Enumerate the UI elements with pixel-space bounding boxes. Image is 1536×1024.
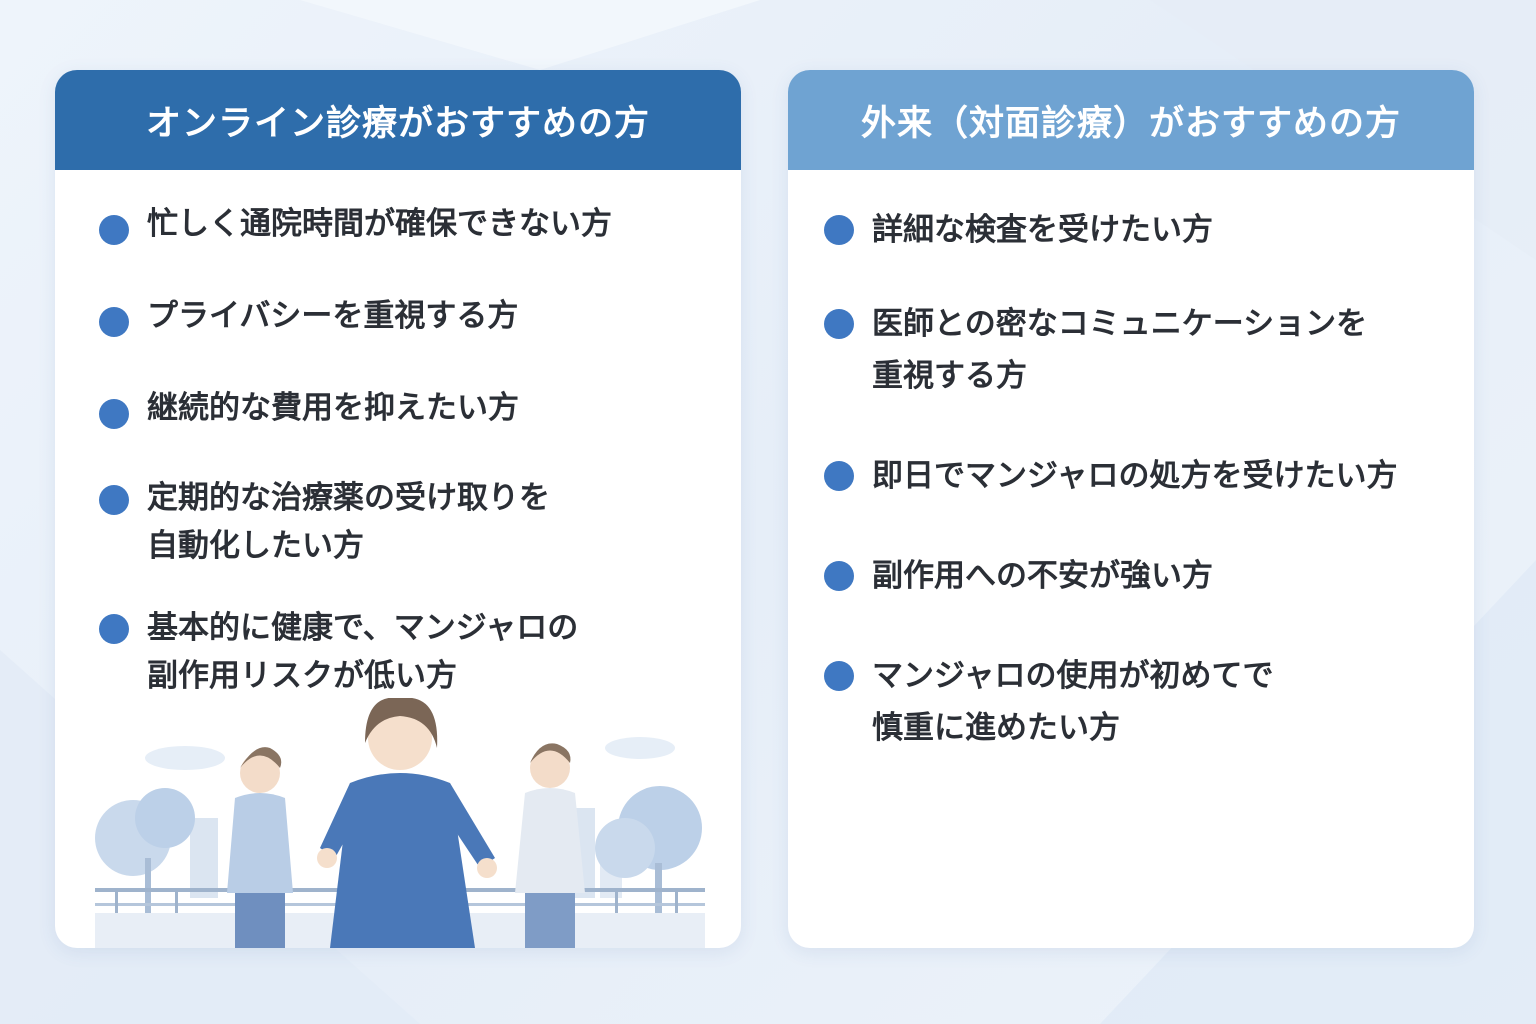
online-item-4-line2: 自動化したい方 (147, 528, 364, 564)
bullet-dot (824, 661, 854, 691)
bullet-dot (824, 309, 854, 339)
in-person-item-5-line2: 慎重に進めたい方 (872, 710, 1120, 746)
in-person-item-3-text: 即日でマンジャロの処方を受けたい方 (872, 458, 1398, 494)
in-person-item-2-line1: 医師との密なコミュニケーションを (872, 306, 1368, 342)
online-item-5-line2: 副作用リスクが低い方 (147, 658, 457, 694)
bullet-dot (99, 399, 129, 429)
in-person-card-title: 外来（対面診療）がおすすめの方 (860, 103, 1401, 144)
bullet-dot (99, 307, 129, 337)
online-item-1-text: 忙しく通院時間が確保できない方 (147, 206, 612, 242)
in-person-item-5-line1: マンジャロの使用が初めてで (872, 658, 1274, 694)
online-item-2-text: プライバシーを重視する方 (147, 298, 519, 334)
online-card-header: オンライン診療がおすすめの方 (55, 70, 741, 170)
bullet-dot (824, 461, 854, 491)
in-person-item-4-text: 副作用への不安が強い方 (872, 558, 1213, 594)
bullet-dot (99, 614, 129, 644)
online-item-3-text: 継続的な費用を抑えたい方 (147, 390, 519, 426)
online-card-title: オンライン診療がおすすめの方 (145, 103, 650, 144)
bullet-dot (99, 215, 129, 245)
bullet-dot (824, 561, 854, 591)
bullet-dot (99, 485, 129, 515)
online-item-5-line1: 基本的に健康で、マンジャロの (147, 610, 579, 646)
online-item-4-line1: 定期的な治療薬の受け取りを (147, 480, 550, 516)
in-person-item-1-text: 詳細な検査を受けたい方 (872, 212, 1213, 248)
jogging-women-illustration (95, 698, 705, 948)
in-person-card-header: 外来（対面診療）がおすすめの方 (788, 70, 1474, 170)
online-consultation-card: オンライン診療がおすすめの方 忙しく通院時間が確保できない方 プライバシーを重視… (55, 70, 741, 948)
in-person-consultation-card: 外来（対面診療）がおすすめの方 詳細な検査を受けたい方 医師との密なコミュニケー… (788, 70, 1474, 948)
bullet-dot (824, 215, 854, 245)
in-person-item-2-line2: 重視する方 (872, 358, 1027, 394)
